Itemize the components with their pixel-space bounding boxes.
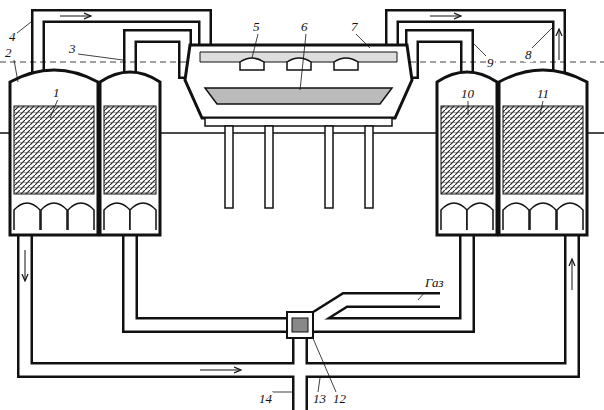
callout-number: 11 [536,87,550,101]
callout-number: 2 [4,46,13,60]
callout-number: 10 [460,87,475,101]
callout-number: 1 [52,86,61,100]
callout-number: 13 [312,392,327,406]
callout-number: 7 [350,20,359,34]
callout-number: 4 [8,30,17,44]
callout-number: 5 [252,20,261,34]
callout-number: Газ [424,276,445,290]
callout-number: 3 [68,42,77,56]
callout-number: 12 [332,392,347,406]
callout-number: 6 [300,20,309,34]
callout-number: 8 [524,48,533,62]
callout-number: 14 [258,392,273,406]
callout-number: 9 [486,56,495,70]
